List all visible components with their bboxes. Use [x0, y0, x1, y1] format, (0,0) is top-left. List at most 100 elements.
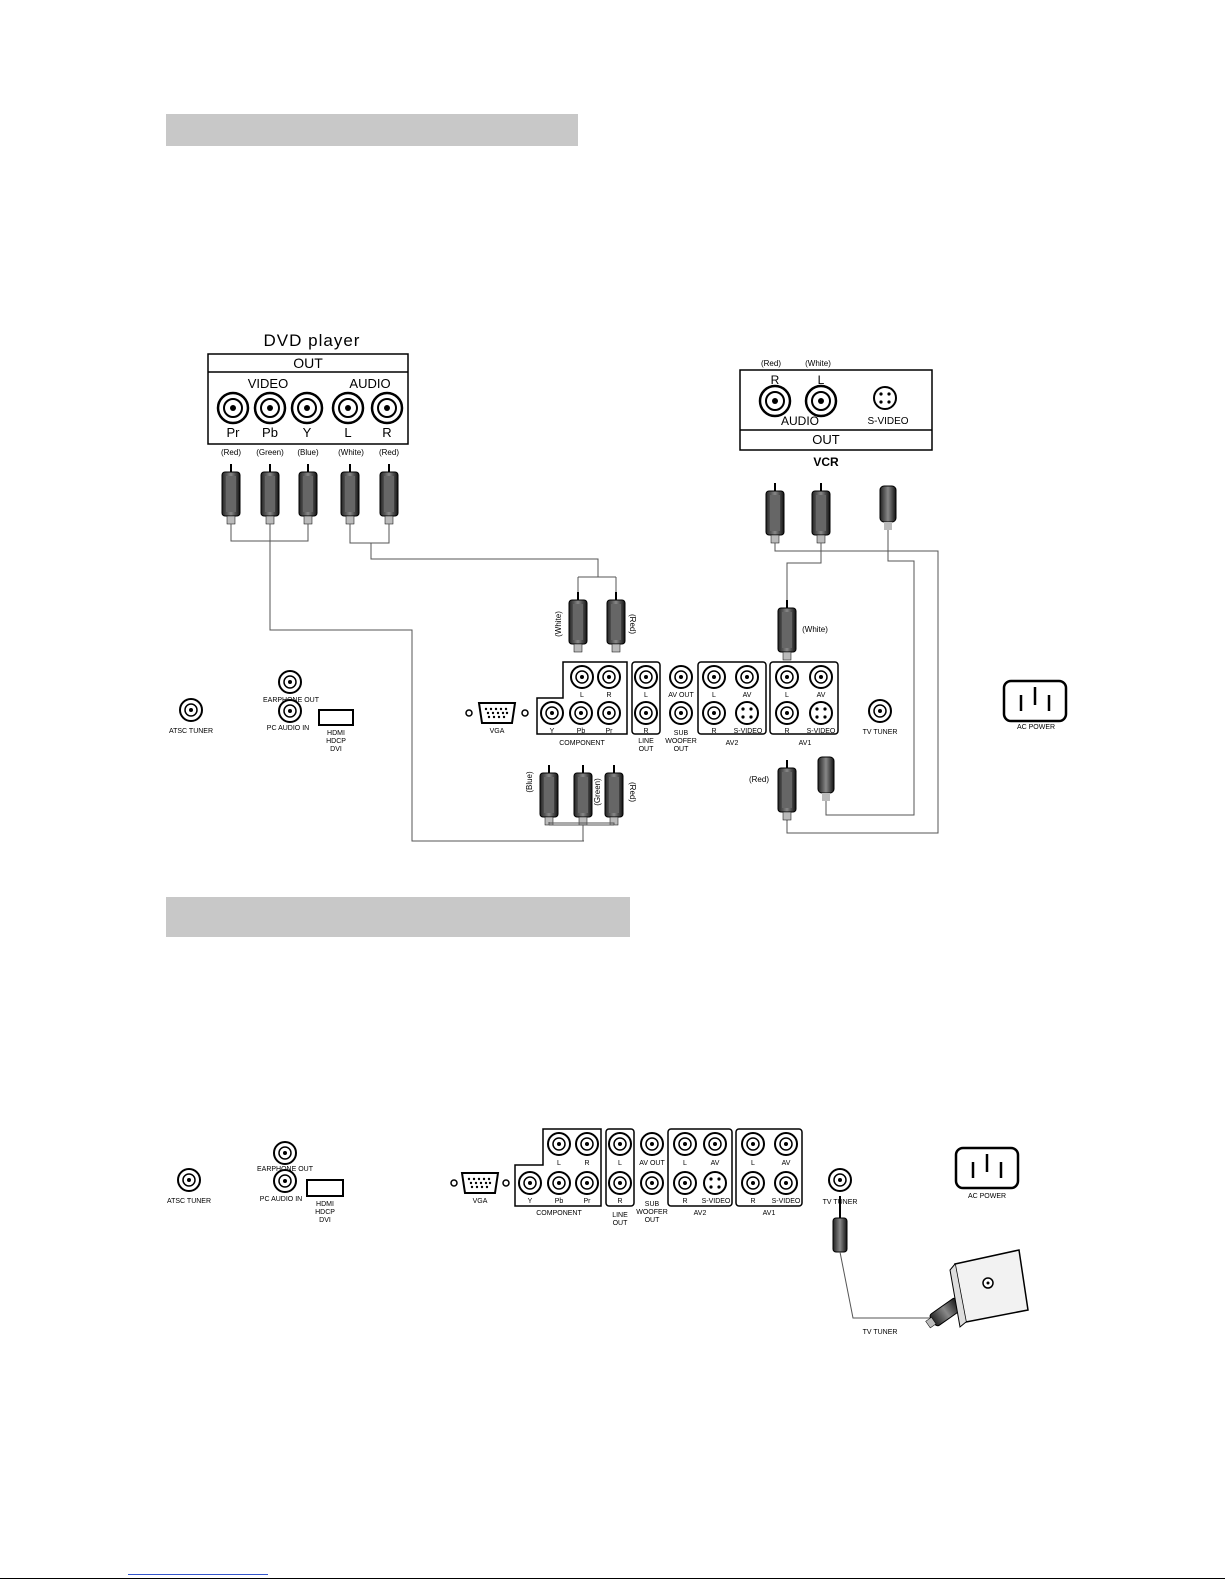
svg-text:OUT: OUT [613, 1220, 629, 1227]
subwoofer-jack [669, 701, 693, 725]
plug-panel-white [568, 591, 588, 653]
svg-text:S-VIDEO: S-VIDEO [772, 1198, 801, 1205]
svg-text:LINE: LINE [612, 1212, 628, 1219]
rear-panel-bottom: ATSC TUNER EARPHONE OUT PC AUDIO IN HDMI… [167, 1128, 1020, 1227]
dvd-color-blue: (Blue) [297, 448, 319, 457]
svg-text:S-VIDEO: S-VIDEO [702, 1198, 731, 1205]
svg-text:OUT: OUT [639, 746, 655, 753]
dvd-color-red: (Red) [221, 448, 241, 457]
svg-text:AV: AV [817, 692, 826, 699]
vcr-jack-svideo [873, 386, 897, 410]
plug-panel-blue [539, 764, 559, 826]
tv-tuner-jack [868, 699, 892, 723]
vcr-r-label: R [771, 373, 780, 387]
svg-text:WOOFER: WOOFER [665, 738, 697, 745]
svg-text:R: R [711, 728, 716, 735]
cable-label-red-3: (Red) [628, 782, 637, 802]
dvd-jack-pr [216, 391, 250, 425]
footer-link-underline [128, 1574, 268, 1575]
dvd-color-red-2: (Red) [379, 448, 399, 457]
rear-panel-top: ATSC TUNER EARPHONE OUT PC AUDIO IN HDMI… [169, 661, 1068, 753]
vga-port-2 [461, 1172, 499, 1194]
dvd-jack-label-r: R [382, 425, 391, 440]
dvd-jack-pb [253, 391, 287, 425]
plug-av1-white [777, 599, 797, 661]
vcr-l-label: L [818, 373, 825, 387]
section-title-bar-1 [166, 114, 578, 146]
svg-text:HDMI: HDMI [316, 1201, 334, 1208]
vga-label: VGA [490, 728, 505, 735]
svg-text:COMPONENT: COMPONENT [536, 1210, 582, 1217]
svg-text:WOOFER: WOOFER [636, 1209, 668, 1216]
line-out-frame [631, 661, 661, 735]
svg-text:AV2: AV2 [694, 1210, 707, 1217]
ac-power-socket [1002, 679, 1068, 723]
svg-text:VGA: VGA [473, 1198, 488, 1205]
cable-label-blue: (Blue) [525, 771, 534, 793]
component-cables [548, 822, 615, 841]
svg-text:DVI: DVI [319, 1217, 331, 1224]
svg-text:OUT: OUT [645, 1217, 661, 1224]
svg-text:L: L [712, 692, 716, 699]
earphone-jack-2 [273, 1141, 297, 1165]
svg-text:AV1: AV1 [763, 1210, 776, 1217]
atsc-tuner-jack-2 [177, 1168, 201, 1192]
line-out-frame-2 [605, 1128, 635, 1207]
svg-text:R: R [750, 1198, 755, 1205]
dvd-jack-label-l: L [344, 425, 351, 440]
av1-frame-2 [735, 1128, 803, 1207]
vcr-cables [774, 530, 939, 834]
vga-port [478, 702, 516, 724]
svg-text:OUT: OUT [674, 746, 690, 753]
svg-text:AV OUT: AV OUT [639, 1160, 665, 1167]
dvd-audio-label: AUDIO [349, 376, 390, 391]
dvd-jack-r [370, 391, 404, 425]
svg-text:S-VIDEO: S-VIDEO [734, 728, 763, 735]
vcr-white-label: (White) [805, 359, 831, 368]
cable-label-av1-white: (White) [802, 625, 828, 634]
svg-text:R: R [606, 692, 611, 699]
svg-text:SUB: SUB [674, 730, 689, 737]
svg-text:R: R [643, 728, 648, 735]
svg-text:Y: Y [550, 728, 555, 735]
plug-vcr-l [811, 482, 831, 544]
plug-av1-red [777, 759, 797, 821]
dvd-video-label: VIDEO [248, 376, 288, 391]
vcr-jack-r [758, 384, 792, 418]
pc-audio-label: PC AUDIO IN [267, 725, 309, 732]
av1-frame [769, 661, 839, 735]
svg-text:L: L [557, 1160, 561, 1167]
av2-frame [697, 661, 767, 735]
vcr-svideo-label: S-VIDEO [867, 416, 908, 427]
svg-text:L: L [618, 1160, 622, 1167]
svg-text:Pb: Pb [555, 1198, 564, 1205]
plug-dvd-y [298, 463, 318, 525]
component-frame [536, 661, 628, 735]
vcr-red-label: (Red) [761, 359, 781, 368]
hdmi-port [318, 709, 354, 726]
plug-dvd-r [379, 463, 399, 525]
svg-text:R: R [682, 1198, 687, 1205]
antenna-cable [832, 1196, 963, 1329]
svg-text:L: L [751, 1160, 755, 1167]
component-frame-2 [514, 1128, 602, 1207]
svg-text:R: R [584, 1160, 589, 1167]
svg-text:HDCP: HDCP [315, 1209, 335, 1216]
plug-vcr-svideo [879, 485, 897, 531]
svg-text:LINE: LINE [638, 738, 654, 745]
svg-text:PC AUDIO IN: PC AUDIO IN [260, 1196, 302, 1203]
plug-av1-svideo [817, 756, 835, 802]
dvd-color-green: (Green) [256, 448, 284, 457]
plug-vcr-r [765, 482, 785, 544]
cable-label-green: (Green) [593, 778, 602, 806]
svg-text:ATSC TUNER: ATSC TUNER [167, 1198, 211, 1205]
dvd-jack-l [331, 391, 365, 425]
svg-text:AV: AV [782, 1160, 791, 1167]
dvd-jack-label-y: Y [303, 425, 312, 440]
component-label: COMPONENT [559, 740, 605, 747]
dvd-jack-label-pb: Pb [262, 425, 278, 440]
svg-text:R: R [617, 1198, 622, 1205]
svg-text:R: R [784, 728, 789, 735]
svg-text:L: L [785, 692, 789, 699]
